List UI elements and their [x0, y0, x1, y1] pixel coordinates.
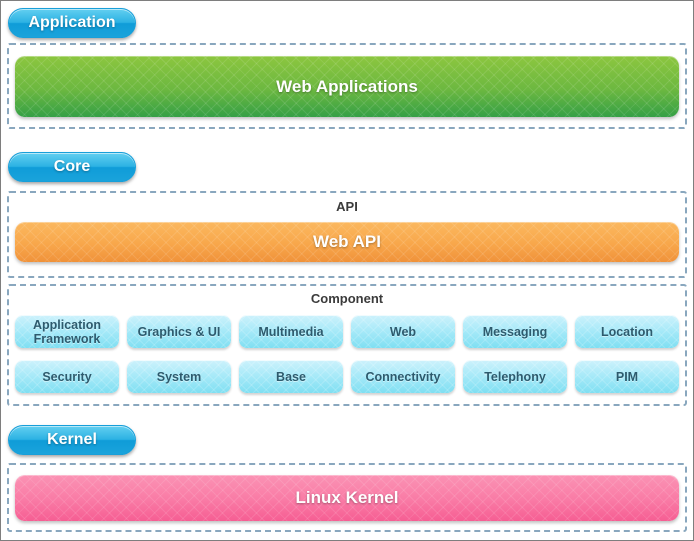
web-api-bar: Web API — [15, 222, 679, 262]
application-layer-badge: Application — [8, 8, 136, 38]
kernel-layer-badge: Kernel — [8, 425, 136, 455]
application-layer-box: Web Applications — [7, 43, 687, 129]
component-section-box: Component Application Framework Graphics… — [7, 284, 687, 406]
api-section-box: API Web API — [7, 191, 687, 278]
component-pim: PIM — [575, 360, 679, 393]
component-security: Security — [15, 360, 119, 393]
component-grid: Application Framework Graphics & UI Mult… — [15, 315, 679, 393]
component-system: System — [127, 360, 231, 393]
component-messaging: Messaging — [463, 315, 567, 348]
component-connectivity: Connectivity — [351, 360, 455, 393]
component-location: Location — [575, 315, 679, 348]
linux-kernel-bar: Linux Kernel — [15, 475, 679, 521]
component-multimedia: Multimedia — [239, 315, 343, 348]
component-telephony: Telephony — [463, 360, 567, 393]
api-label: API — [336, 199, 358, 214]
core-layer-badge: Core — [8, 152, 136, 182]
kernel-layer-box: Linux Kernel — [7, 463, 687, 532]
component-graphics-ui: Graphics & UI — [127, 315, 231, 348]
web-applications-bar: Web Applications — [15, 56, 679, 117]
component-application-framework: Application Framework — [15, 315, 119, 348]
component-web: Web — [351, 315, 455, 348]
component-base: Base — [239, 360, 343, 393]
component-label: Component — [310, 291, 384, 306]
